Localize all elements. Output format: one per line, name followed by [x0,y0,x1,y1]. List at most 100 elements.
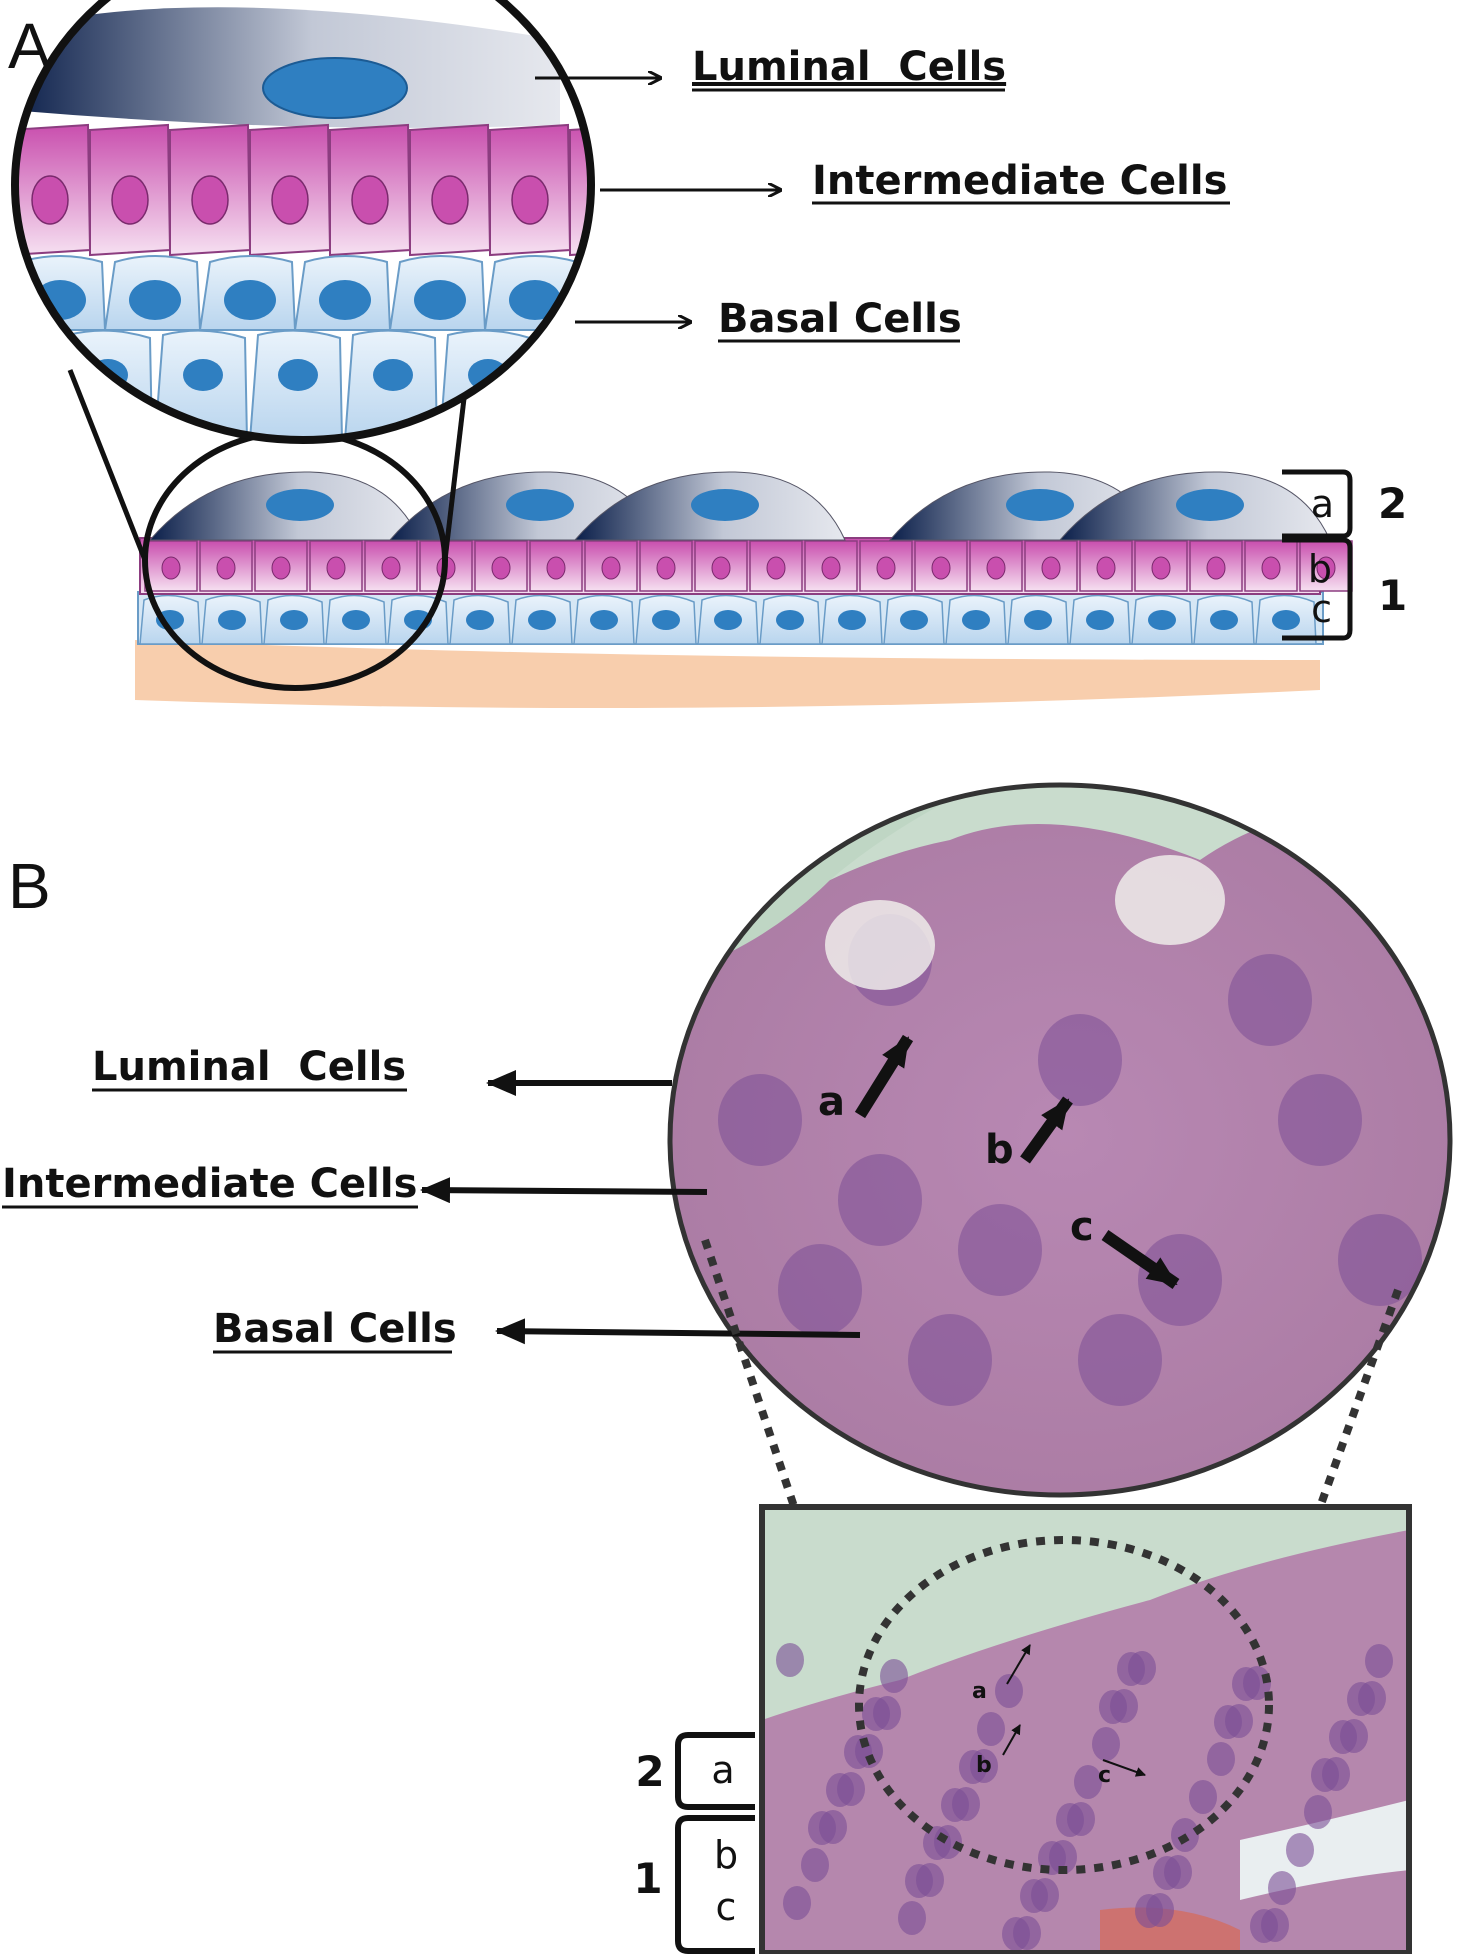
basal-nucleus-large [278,359,318,391]
tissue-nucleus [905,1864,933,1898]
small-arrow-a [1006,1644,1031,1685]
intermediate-nucleus [876,556,896,580]
tissue-nucleus [1153,1856,1181,1890]
zoom-connector-left [67,369,148,561]
luminal-cell-photo [1115,855,1225,945]
tissue-nucleus [862,1697,890,1731]
basal-nucleus [1272,610,1300,630]
histology-magnified-border [667,782,1453,1498]
layer-number-b-1: 1 [633,1854,662,1903]
tissue-nucleus [801,1848,829,1882]
arrow-letter-c: c [1070,1204,1094,1250]
intermediate-nucleus [711,556,731,580]
basal-cell-large [533,329,591,440]
luminal-nucleus [1006,489,1074,521]
intermediate-nucleus-large [111,175,149,225]
intermediate-nucleus [271,556,291,580]
tissue-nucleus [1138,1234,1222,1326]
intermediate-nucleus [601,556,621,580]
luminal-cell-photo [825,900,935,990]
tissue-nucleus [1268,1871,1296,1905]
basal-nucleus [528,610,556,630]
intermediate-nucleus [766,556,786,580]
basal-nucleus [1210,610,1238,630]
intermediate-nucleus [216,556,236,580]
tissue-nucleus [1135,1894,1163,1928]
intermediate-nucleus-large [191,175,229,225]
layer-number-b-2: 2 [635,1747,664,1796]
intermediate-nucleus-large [351,175,389,225]
basal-nucleus-large [414,280,466,320]
tissue-nucleus [1214,1705,1242,1739]
intermediate-nucleus [931,556,951,580]
histology-overview [762,1507,1409,1953]
arrow-letter-b: b [985,1127,1014,1173]
intermediate-nucleus [1206,556,1226,580]
intermediate-nucleus [326,556,346,580]
intermediate-nucleus-large [31,175,69,225]
basal-nucleus [280,610,308,630]
tissue-nucleus [959,1750,987,1784]
layer-letter-b-a: a [711,1748,734,1792]
basement-membrane [135,640,1320,708]
arrow-in-photo-a [854,1034,914,1119]
label-luminal-b: Luminal Cells [92,1044,406,1090]
luminal-nucleus [506,489,574,521]
basal-nucleus [962,610,990,630]
tissue-nucleus [1020,1879,1048,1913]
tissue-nucleus [718,1074,802,1166]
tissue-nucleus [941,1788,969,1822]
label-luminal-a: Luminal Cells [692,44,1006,90]
tissue-nucleus [995,1674,1023,1708]
luminal-nucleus-large [262,57,408,119]
basal-nucleus-large [373,359,413,391]
tissue-nucleus [1278,1074,1362,1166]
intermediate-nucleus [1041,556,1061,580]
basal-nucleus [466,610,494,630]
magnified-cells [15,0,591,440]
label-basal-a: Basal Cells [718,296,962,342]
basal-nucleus [1086,610,1114,630]
tissue-nucleus [1002,1917,1030,1951]
tissue-nucleus [1304,1795,1332,1829]
small-arrow-b [1002,1724,1021,1756]
luminal-nucleus [1176,489,1244,521]
small-arrow-letter-c: c [1098,1763,1111,1788]
layer-number-a-2: 2 [1378,479,1407,528]
arrow-letter-a: a [818,1079,845,1125]
intermediate-nucleus-large [511,175,549,225]
tissue-nucleus [1329,1720,1357,1754]
intermediate-nucleus [381,556,401,580]
bracket-layer-a [1282,469,1353,539]
small-arrow-letter-a: a [972,1679,987,1704]
tissue-nucleus [958,1204,1042,1296]
layer-number-a-1: 1 [1378,571,1407,620]
zoom-connector-right [442,389,468,561]
tissue-nucleus [1099,1690,1127,1724]
basal-nucleus-large [509,280,561,320]
tissue-nucleus [1228,954,1312,1046]
basal-cell-row [139,594,1317,645]
small-arrow-c [1102,1759,1146,1777]
tissue-nucleus [1250,1909,1278,1943]
tissue-nucleus [977,1712,1005,1746]
luminal-nucleus [691,489,759,521]
tissue-nucleus [1311,1758,1339,1792]
tissue-nucleus [1207,1742,1235,1776]
arrow-intermediate-b [420,1177,708,1204]
intermediate-nucleus [1261,556,1281,580]
tissue-nucleus [880,1659,908,1693]
basal-nucleus [838,610,866,630]
basal-nucleus-large [319,280,371,320]
basal-nucleus [652,610,680,630]
small-arrow-letter-b: b [976,1753,992,1778]
epithelium-strip [135,471,1353,708]
tissue-nucleus [1338,1214,1422,1306]
tissue-nucleus [1078,1314,1162,1406]
intermediate-cell [474,540,528,592]
basal-nucleus [1024,610,1052,630]
tissue-nucleus [826,1773,854,1807]
tissue-nucleus [1189,1780,1217,1814]
basal-nucleus [1148,610,1176,630]
